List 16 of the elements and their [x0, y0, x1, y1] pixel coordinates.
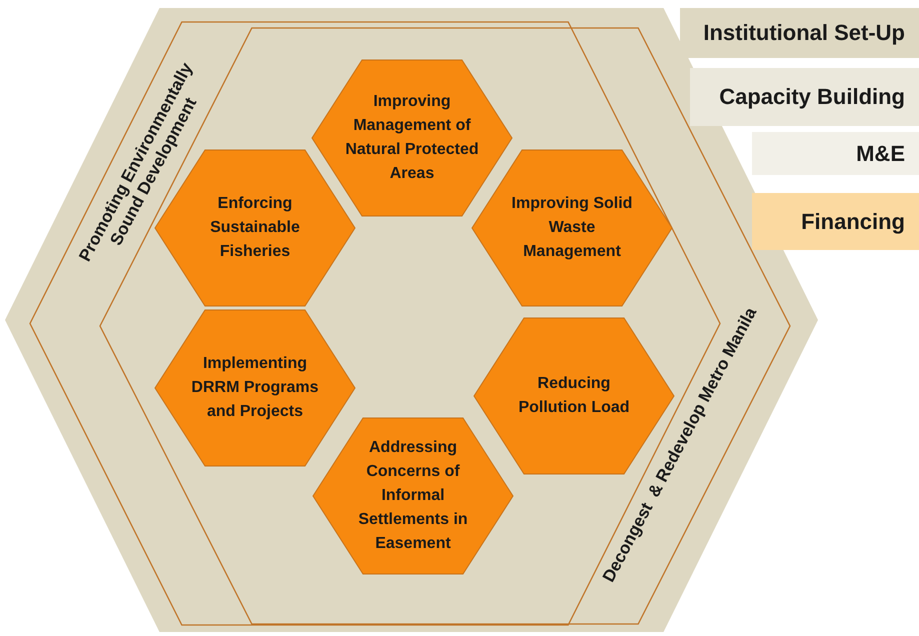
- category-band: [680, 8, 919, 58]
- band-label: Capacity Building: [719, 84, 905, 110]
- theme-label: Addressing Concerns of Informal Settlements in Easement: [357, 438, 469, 554]
- category-band: [752, 193, 919, 250]
- theme-label: Improving Solid Waste Management: [510, 194, 634, 262]
- theme-hexagon: [313, 418, 513, 574]
- band-label: M&E: [856, 140, 905, 166]
- category-band: [690, 68, 919, 126]
- theme-label: Improving Management of Natural Protected Areas: [344, 92, 480, 184]
- theme-hexagon: [312, 60, 512, 216]
- band-label: Institutional Set-Up: [703, 20, 905, 46]
- theme-label: Enforcing Sustainable Fisheries: [209, 194, 301, 262]
- band-label: Financing: [801, 208, 905, 234]
- theme-label: Reducing Pollution Load: [517, 374, 631, 418]
- theme-hexagon: [155, 310, 355, 466]
- theme-label: Implementing DRRM Programs and Projects: [190, 354, 320, 422]
